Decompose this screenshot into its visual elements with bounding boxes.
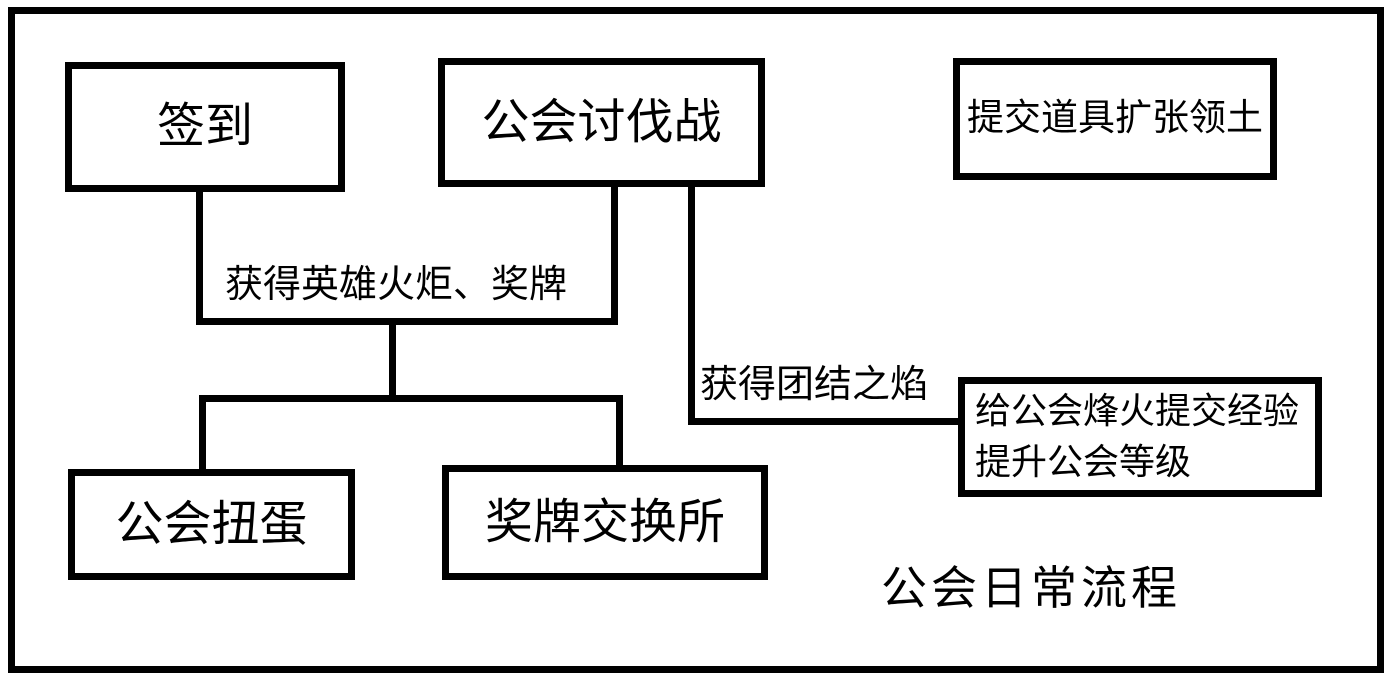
diagram-border (8, 7, 1384, 673)
edge-label-rewards: 获得英雄火炬、奖牌 (225, 264, 568, 306)
node-sign-in: 签到 (65, 62, 345, 192)
node-submit-items: 提交道具扩张领土 (953, 58, 1277, 180)
node-guild-beacon: 给公会烽火提交经验 提升公会等级 (958, 377, 1322, 497)
node-medal-exchange: 奖牌交换所 (442, 465, 768, 580)
connector-to-medal-exchange (616, 400, 623, 466)
connector-rewards-horizontal (196, 318, 618, 325)
node-guild-crusade-label: 公会讨伐战 (481, 95, 722, 149)
connector-center-drop (389, 322, 396, 400)
connector-split-horizontal (199, 395, 623, 402)
diagram-title: 公会日常流程 (881, 563, 1181, 614)
connector-to-gacha (199, 400, 206, 470)
node-medal-exchange-label: 奖牌交换所 (484, 495, 725, 549)
node-guild-beacon-label-line1: 给公会烽火提交经验 (975, 390, 1300, 431)
node-guild-gacha: 公会扭蛋 (68, 469, 355, 580)
node-submit-items-label: 提交道具扩张领土 (967, 97, 1263, 139)
connector-crusade-down-left (611, 185, 618, 320)
node-guild-gacha-label: 公会扭蛋 (115, 497, 308, 551)
node-sign-in-label: 签到 (156, 100, 253, 154)
connector-to-beacon (688, 418, 960, 425)
edge-label-unity-flame: 获得团结之焰 (700, 364, 929, 406)
connector-crusade-down-right (688, 185, 695, 425)
node-guild-beacon-label-line2: 提升公会等级 (975, 442, 1192, 482)
node-guild-crusade: 公会讨伐战 (438, 58, 765, 187)
connector-signin-down (196, 190, 203, 320)
